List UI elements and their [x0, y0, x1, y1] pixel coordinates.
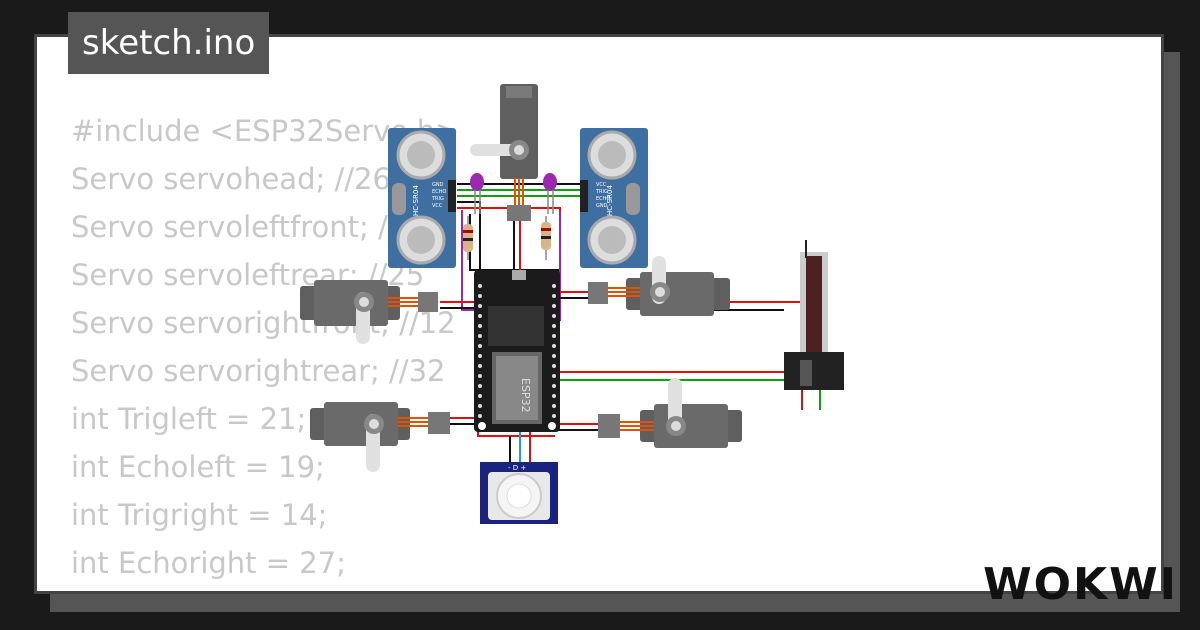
code-line: int Trigright = 14; — [71, 498, 328, 532]
servo-head[interactable] — [470, 84, 538, 221]
servo-right-front[interactable] — [588, 256, 730, 316]
sensor-left-label: HC-SR04 — [412, 185, 420, 216]
sensor-right-pin: GND — [596, 203, 608, 209]
esp32-board[interactable]: ESP32 — [474, 270, 560, 432]
sensor-left-pin: ECHO — [432, 189, 446, 195]
sensor-left-pin: GND — [432, 182, 444, 188]
sensor-right-label: HC-SR04 — [606, 185, 614, 216]
led-left[interactable] — [470, 173, 484, 214]
code-line: Servo servorightrear; //32 — [71, 354, 446, 388]
code-line: Servo servohead; //26 — [71, 162, 391, 196]
led-right[interactable] — [543, 173, 557, 214]
ultrasonic-sensor-right[interactable]: HC-SR04 VCC TRIG ECHO GND — [580, 128, 648, 268]
wokwi-logo: WOKWI — [983, 559, 1178, 610]
code-line: int Echoright = 27; — [71, 546, 346, 580]
code-line: int Trigleft = 21; — [71, 402, 307, 436]
pir-sensor[interactable]: - D + — [480, 462, 558, 524]
servo-left-rear[interactable] — [310, 402, 450, 472]
sensor-left-pin: VCC — [432, 203, 443, 209]
file-tab[interactable]: sketch.ino — [68, 12, 270, 74]
sensor-right-pin: TRIG — [595, 189, 608, 195]
ultrasonic-sensor-left[interactable]: HC-SR04 GND ECHO TRIG VCC — [388, 128, 456, 268]
sensor-left-pin: TRIG — [431, 196, 444, 202]
board-label: ESP32 — [519, 378, 532, 413]
preview-card: #include <ESP32Servo.h> Servo servohead;… — [34, 34, 1164, 594]
code-line: Servo servoleftfront; // — [71, 210, 398, 244]
slide-potentiometer[interactable] — [784, 240, 844, 390]
servo-right-rear[interactable] — [598, 378, 742, 448]
resistor-right[interactable] — [541, 216, 551, 260]
code-line: int Echoleft = 19; — [71, 450, 325, 484]
servo-left-front[interactable] — [300, 280, 438, 344]
sensor-right-pin: VCC — [596, 182, 607, 188]
resistor-left[interactable] — [463, 216, 473, 260]
pir-pin-labels: - D + — [508, 464, 526, 472]
sensor-right-pin: ECHO — [596, 196, 610, 202]
